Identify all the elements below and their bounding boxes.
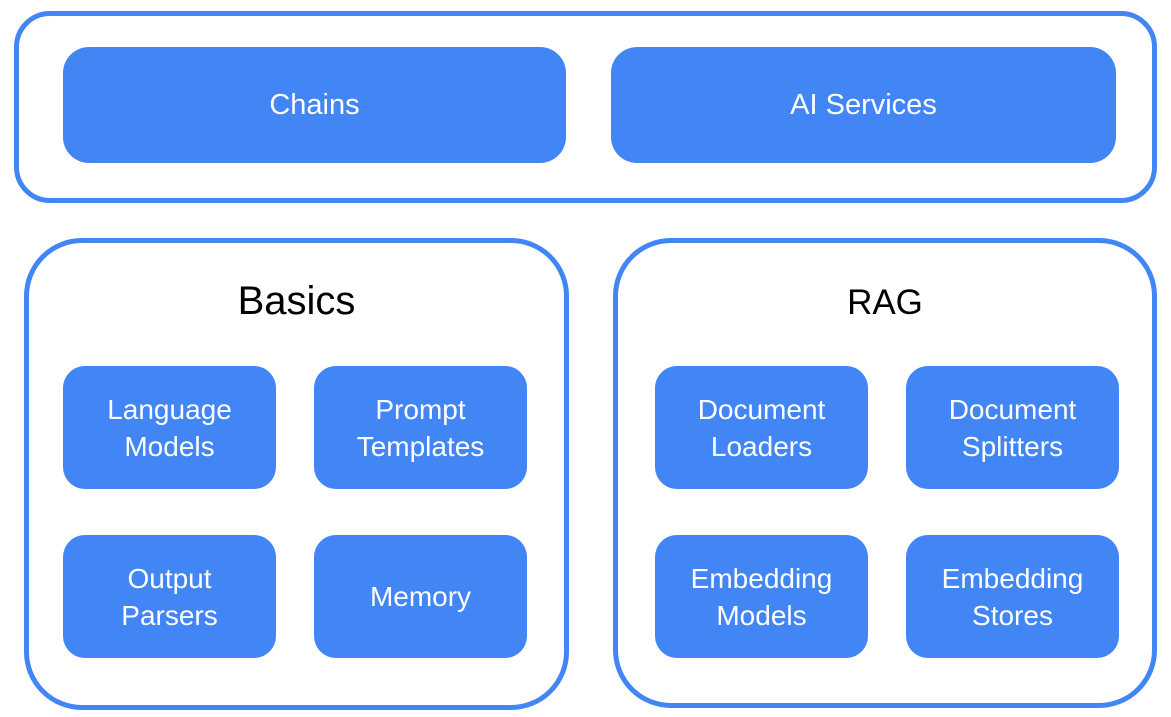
ai-services-box: AI Services [611, 47, 1116, 163]
document-loaders-box: Document Loaders [655, 366, 868, 489]
language-models-box: Language Models [63, 366, 276, 489]
rag-group-container: RAG Document Loaders Document Splitters … [613, 238, 1157, 708]
top-group-container: Chains AI Services [14, 11, 1157, 203]
embedding-models-box: Embedding Models [655, 535, 868, 658]
embedding-stores-box: Embedding Stores [906, 535, 1119, 658]
basics-group-container: Basics Language Models Prompt Templates … [24, 238, 569, 710]
output-parsers-box: Output Parsers [63, 535, 276, 658]
rag-group-title: RAG [847, 283, 923, 322]
document-splitters-box: Document Splitters [906, 366, 1119, 489]
memory-box: Memory [314, 535, 527, 658]
chains-box: Chains [63, 47, 566, 163]
basics-group-title: Basics [237, 279, 356, 323]
prompt-templates-box: Prompt Templates [314, 366, 527, 489]
